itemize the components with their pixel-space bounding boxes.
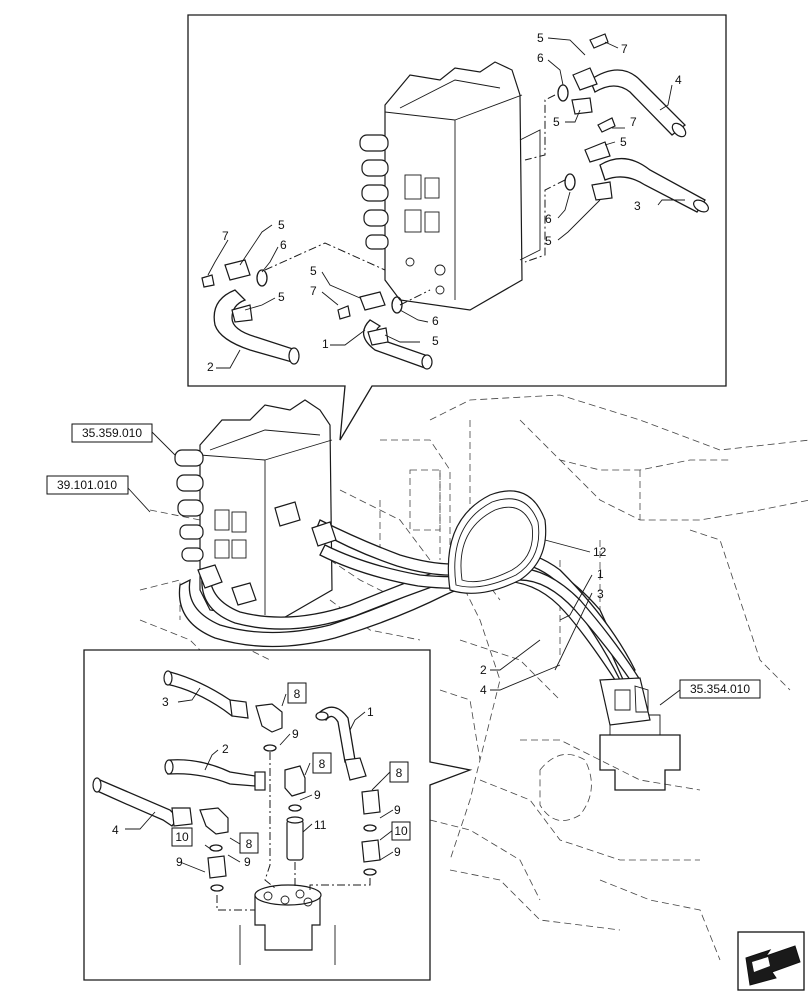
callout: 2	[480, 663, 487, 677]
hose-1-top	[337, 291, 433, 370]
connection-lines-top	[264, 94, 566, 306]
main-hose-bundle	[178, 490, 651, 726]
callout: 9	[394, 803, 401, 817]
callout: 4	[480, 683, 487, 697]
callout: 5	[620, 135, 627, 149]
boxed-callout: 8	[246, 837, 253, 851]
boxed-callout: 8	[319, 757, 326, 771]
callout: 5	[432, 334, 439, 348]
callout: 5	[278, 290, 285, 304]
hose-4-top	[571, 33, 687, 138]
callout: 6	[280, 238, 287, 252]
adapter-8-c	[361, 789, 381, 876]
callout: 4	[675, 73, 682, 87]
callout: 5	[278, 218, 285, 232]
bottom-detail-inset	[83, 649, 473, 981]
callout: 3	[597, 587, 604, 601]
callout: 9	[394, 845, 401, 859]
hose-4-bottom	[92, 777, 229, 835]
boxed-callout: 10	[175, 830, 189, 844]
callout: 4	[112, 823, 119, 837]
callout: 2	[207, 360, 214, 374]
elbow-8-a	[255, 703, 283, 752]
callout: 2	[222, 742, 229, 756]
callout: 9	[176, 855, 183, 869]
elbow-8-b	[284, 765, 306, 812]
callout: 7	[630, 115, 637, 129]
callout: 9	[314, 788, 321, 802]
callout: 5	[310, 264, 317, 278]
adapter-10-left	[207, 844, 227, 892]
callouts-bottom: 3 8 9 1 2 8 8 9 4 8 11 9 10 10 9 9 9	[112, 682, 411, 869]
callout: 5	[537, 31, 544, 45]
callout: 12	[593, 545, 607, 559]
check-valve-11	[286, 816, 304, 861]
reference-39-101-010[interactable]: 39.101.010	[46, 475, 129, 495]
svg-text:39.101.010: 39.101.010	[57, 478, 117, 492]
callout: 1	[367, 705, 374, 719]
callout: 1	[322, 337, 329, 351]
reference-35-359-010[interactable]: 35.359.010	[71, 423, 153, 443]
hose-2-top	[201, 259, 300, 365]
callout: 11	[314, 818, 327, 832]
hose-3-top	[584, 117, 709, 213]
callout: 1	[597, 567, 604, 581]
callout: 6	[432, 314, 439, 328]
control-valve-main	[174, 399, 333, 621]
hose-2-bottom	[164, 759, 266, 791]
callouts-main: 12 1 3 2 4	[480, 545, 607, 697]
boxed-callout: 10	[394, 824, 408, 838]
boxed-callout: 8	[396, 766, 403, 780]
callout: 9	[244, 855, 251, 869]
page-navigation-arrow-icon[interactable]	[737, 931, 805, 991]
hose-1-bottom	[315, 706, 367, 781]
callout: 7	[310, 284, 317, 298]
connection-lines-bottom	[216, 752, 371, 911]
callout: 5	[553, 115, 560, 129]
swivel-joint-bottom	[239, 884, 336, 965]
hose-3-bottom	[163, 670, 249, 719]
machine-background	[139, 394, 811, 961]
callout: 9	[292, 727, 299, 741]
callout: 7	[222, 229, 229, 243]
callout: 7	[621, 42, 628, 56]
callout: 3	[162, 695, 169, 709]
leader-lines	[125, 37, 685, 873]
svg-text:35.359.010: 35.359.010	[82, 426, 142, 440]
callout: 6	[545, 212, 552, 226]
callout: 5	[545, 234, 552, 248]
svg-text:35.354.010: 35.354.010	[690, 682, 750, 696]
top-detail-inset	[187, 14, 727, 441]
callout: 6	[537, 51, 544, 65]
callouts-top: 5 7 6 4 5 7 5 6 3 5 7 5 6 5 5 7 6 1 5 2	[207, 31, 682, 374]
reference-35-354-010[interactable]: 35.354.010	[679, 679, 761, 699]
callout: 3	[634, 199, 641, 213]
boxed-callout: 8	[294, 687, 301, 701]
control-valve-top	[359, 61, 541, 311]
